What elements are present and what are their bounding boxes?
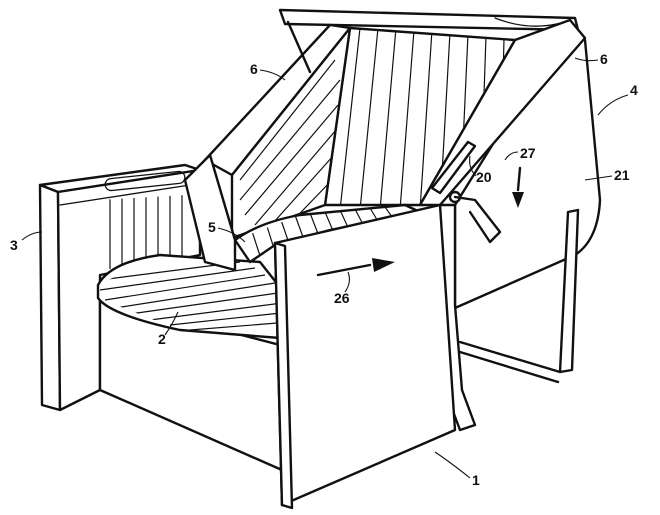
rear-base-rail-2 <box>458 350 560 384</box>
leader-6-left <box>259 69 286 81</box>
label-20: 20 <box>476 169 492 185</box>
hinge-mechanism <box>430 140 524 244</box>
seat-assembly <box>96 253 292 472</box>
hood-assembly <box>203 8 602 310</box>
back-cushion-stripes <box>249 206 398 262</box>
arrowhead-27 <box>512 192 524 208</box>
left-wall-panel <box>38 183 62 412</box>
label-5: 5 <box>208 219 216 235</box>
leader-21 <box>584 175 613 181</box>
left-side-wall <box>38 163 202 412</box>
leader-5 <box>217 227 246 243</box>
label-6-left: 6 <box>250 61 258 77</box>
seat-cushion-stripes <box>99 261 288 331</box>
armrest-slot <box>104 170 186 192</box>
hinge-slot-bar <box>430 140 477 195</box>
reference-labels: 1 2 3 4 5 6 6 20 21 26 27 <box>10 51 638 488</box>
label-21: 21 <box>614 167 630 183</box>
hood-support-rod <box>286 20 312 74</box>
leader-1 <box>434 451 471 479</box>
leader-20 <box>469 155 477 177</box>
side-panel-edge <box>273 241 294 510</box>
rear-base-rail <box>458 340 562 374</box>
leader-27 <box>504 151 519 161</box>
label-1: 1 <box>472 472 480 488</box>
folding-side-panel <box>273 203 477 510</box>
leader-4 <box>597 94 629 116</box>
label-26: 26 <box>334 290 350 306</box>
label-6-right: 6 <box>600 51 608 67</box>
leader-3 <box>21 231 43 241</box>
hood-top-rail <box>278 8 580 32</box>
left-wall-inner-edge <box>59 184 191 206</box>
leader-26 <box>344 271 351 293</box>
label-2: 2 <box>158 331 166 347</box>
movement-arrow-26 <box>316 263 372 277</box>
hinge-handle <box>453 195 502 244</box>
leader-2 <box>164 311 179 336</box>
hood-canopy-stripes <box>239 59 341 235</box>
leader-6-right <box>574 57 599 62</box>
label-4: 4 <box>630 82 638 98</box>
leader-lines <box>21 57 629 479</box>
inner-wall-stripes <box>109 195 183 270</box>
arrowhead-26 <box>372 258 395 272</box>
side-panel <box>273 203 457 507</box>
rear-frame <box>458 208 580 384</box>
label-27: 27 <box>520 145 536 161</box>
label-3: 3 <box>10 237 18 253</box>
armrest-post <box>183 153 237 272</box>
rear-leg <box>558 208 580 374</box>
movement-arrow-27 <box>516 166 522 192</box>
hood-side-wall <box>453 18 602 310</box>
